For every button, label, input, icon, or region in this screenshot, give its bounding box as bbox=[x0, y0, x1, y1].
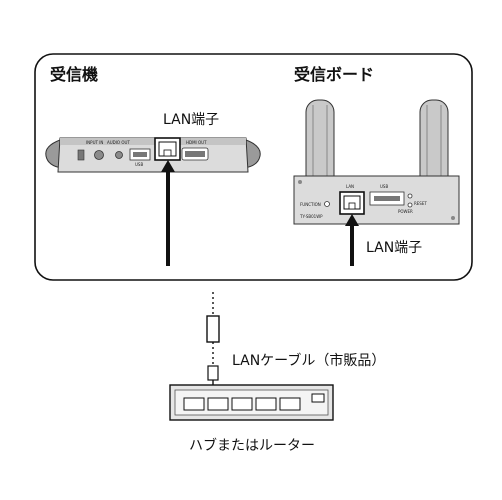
svg-text:LAN: LAN bbox=[346, 184, 354, 189]
hub-router-label: ハブまたはルーター bbox=[189, 437, 315, 454]
hub-port bbox=[279, 397, 301, 411]
lan-cable-label: LANケーブル（市販品） bbox=[232, 352, 385, 369]
svg-text:HDMI OUT: HDMI OUT bbox=[186, 140, 207, 145]
svg-text:POWER: POWER bbox=[398, 209, 413, 214]
svg-text:INPUT IN: INPUT IN bbox=[86, 140, 103, 145]
svg-text:USB: USB bbox=[380, 184, 388, 189]
hub-port bbox=[255, 397, 277, 411]
svg-text:RESET: RESET bbox=[414, 201, 427, 206]
receiver-lan-port bbox=[154, 137, 181, 161]
svg-text:FUNCTION: FUNCTION bbox=[300, 202, 321, 207]
hub-indicator bbox=[311, 393, 325, 403]
receiver-connection-arrow bbox=[161, 160, 175, 266]
receiver-title: 受信機 bbox=[50, 65, 98, 84]
svg-text:AUDIO OUT: AUDIO OUT bbox=[107, 140, 130, 145]
hub-port bbox=[231, 397, 253, 411]
hub-router-device bbox=[169, 384, 334, 421]
receiver-board-lan-port bbox=[339, 191, 365, 215]
receiver-device: INPUT IN AUDIO OUT USB HDMI OUT bbox=[45, 137, 261, 173]
receiver-lan-port-label: LAN端子 bbox=[163, 112, 219, 128]
receiver-board-title: 受信ボード bbox=[294, 65, 374, 84]
hub-port bbox=[183, 397, 205, 411]
receiver-board-lan-port-label: LAN端子 bbox=[366, 240, 422, 256]
receiver-board-device: LAN USB FUNCTION RESET POWER TY-SB01WP bbox=[293, 99, 460, 225]
svg-text:TY-SB01WP: TY-SB01WP bbox=[299, 214, 323, 219]
lan-cable bbox=[206, 292, 220, 396]
hub-port bbox=[207, 397, 229, 411]
svg-text:USB: USB bbox=[135, 162, 143, 167]
receiver-board-connection-arrow bbox=[345, 214, 359, 266]
